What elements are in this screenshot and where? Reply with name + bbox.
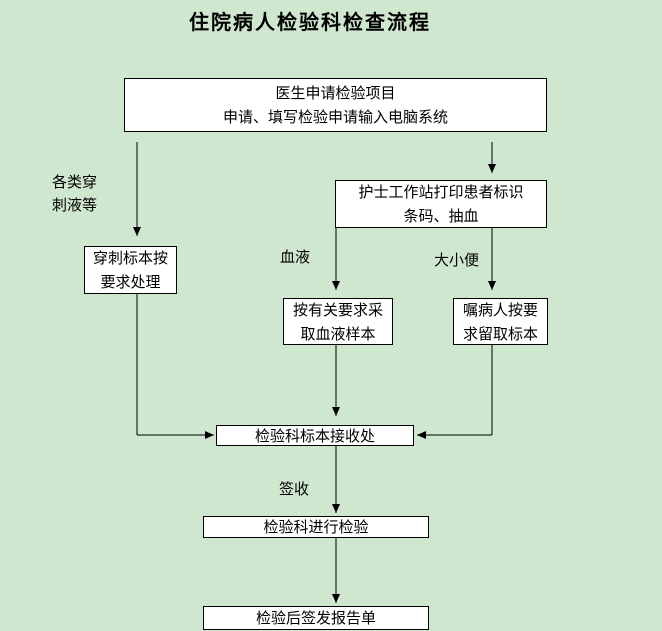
lab-testing-label: 检验科进行检验 <box>263 518 369 536</box>
stool-sample-line1: 嘱病人按要 <box>462 300 538 319</box>
report-box: 检验后签发报告单 <box>203 606 429 630</box>
puncture-sample-line2: 要求处理 <box>100 273 161 291</box>
puncture-sample-line1: 穿刺标本按 <box>92 249 168 267</box>
doctor-request-line1: 医生申请检验项目 <box>275 84 396 102</box>
nurse-station-box: 护士工作站打印患者标识 条码、抽血 <box>335 180 547 228</box>
report-label: 检验后签发报告单 <box>255 609 376 627</box>
nurse-station-line1: 护士工作站打印患者标识 <box>358 183 524 201</box>
lab-receiving-label: 检验科标本接收处 <box>254 426 375 445</box>
blood-branch-label: 血液 <box>280 248 311 266</box>
stool-sample-line2: 求留取标本 <box>462 324 538 343</box>
sign-receipt-label: 签收 <box>279 480 310 498</box>
blood-sample-line1: 按有关要求采 <box>292 300 383 319</box>
lab-receiving-box: 检验科标本接收处 <box>216 425 414 446</box>
doctor-request-box: 医生申请检验项目 申请、填写检验申请输入电脑系统 <box>124 78 547 132</box>
puncture-types-label-line2: 刺液等 <box>52 196 98 214</box>
nurse-station-line2: 条码、抽血 <box>403 207 479 225</box>
blood-sample-box: 按有关要求采 取血液样本 <box>283 298 393 345</box>
stool-branch-label: 大小便 <box>434 251 480 269</box>
lab-testing-box: 检验科进行检验 <box>203 516 429 538</box>
blood-sample-line2: 取血液样本 <box>300 324 376 343</box>
puncture-sample-box: 穿刺标本按 要求处理 <box>84 246 177 294</box>
doctor-request-line2: 申请、填写检验申请输入电脑系统 <box>222 108 448 126</box>
puncture-types-label-line1: 各类穿 <box>52 173 98 191</box>
stool-sample-box: 嘱病人按要 求留取标本 <box>453 298 548 345</box>
page-title: 住院病人检验科检查流程 <box>189 10 431 34</box>
